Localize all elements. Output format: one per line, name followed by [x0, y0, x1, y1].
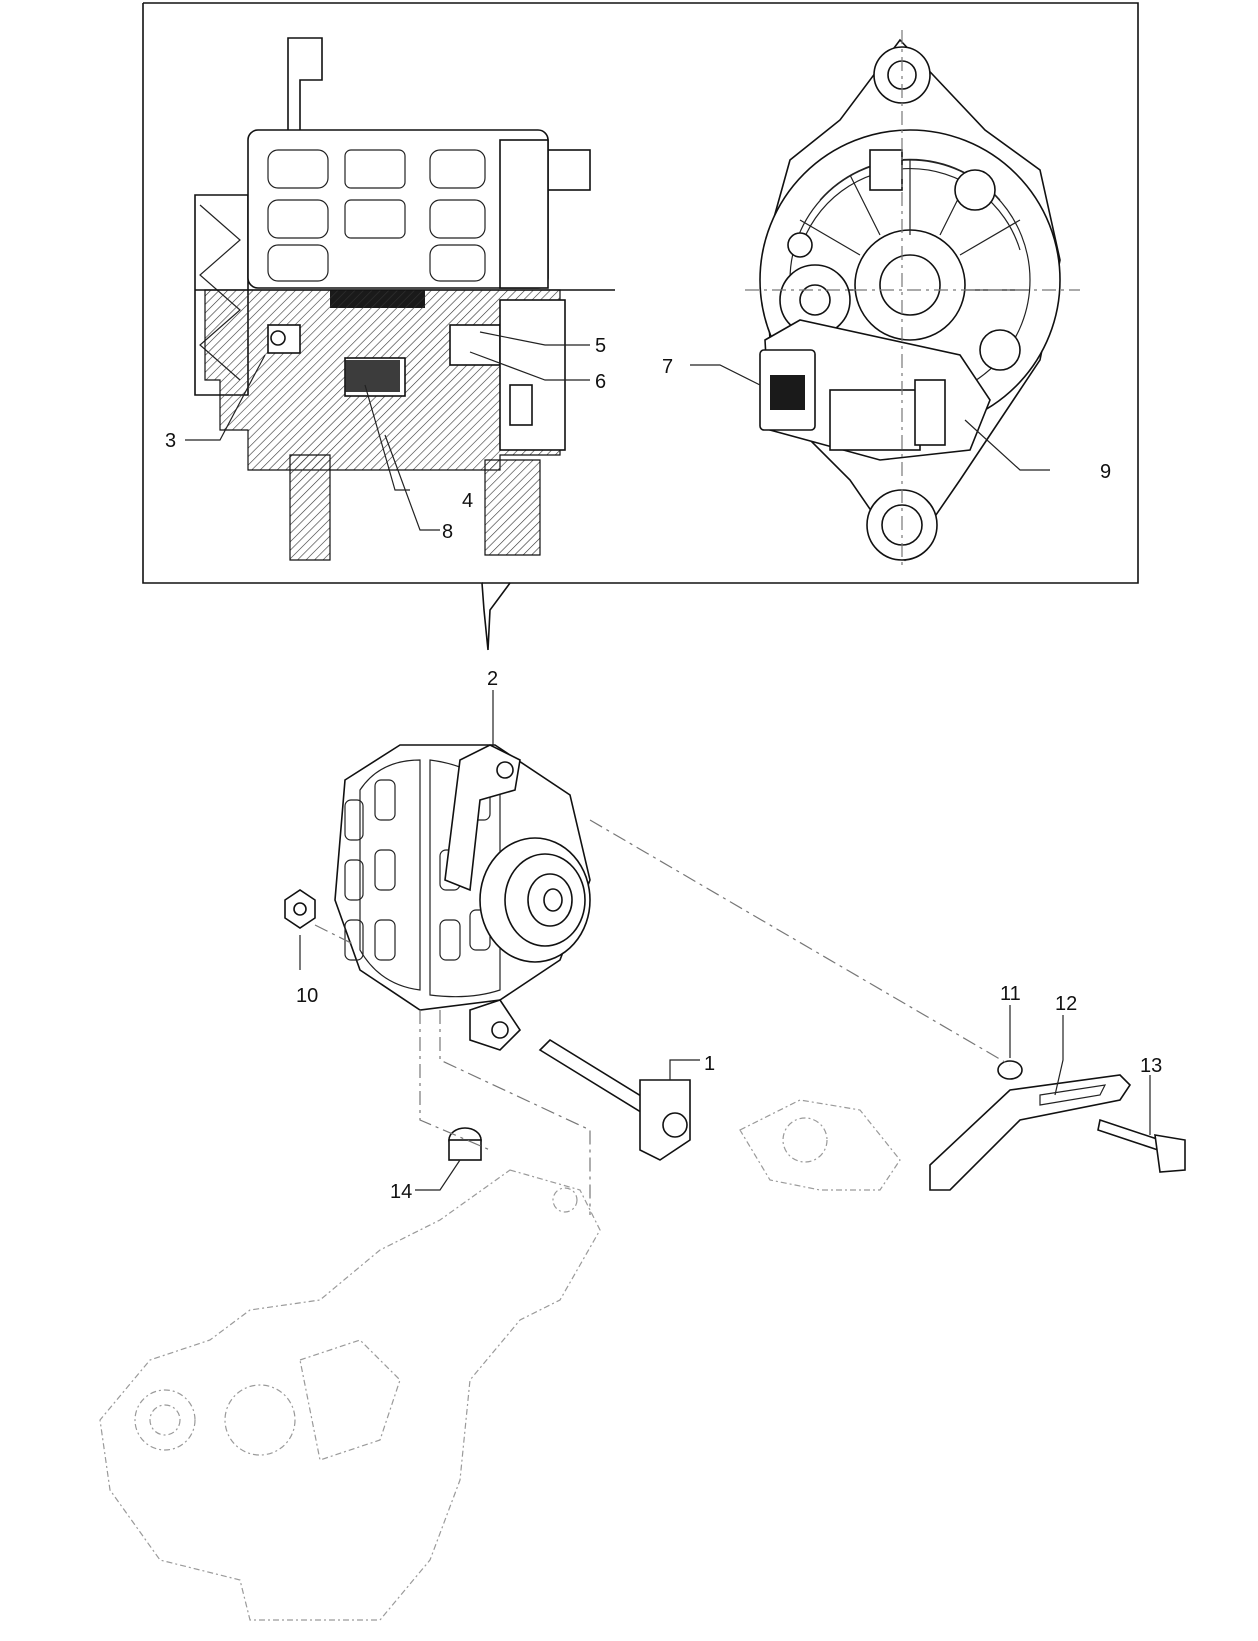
alternator-cross-section: [194, 37, 615, 561]
callout-12: 12: [1055, 993, 1077, 1015]
callout-13: 13: [1140, 1055, 1162, 1077]
callout-8: 8: [442, 521, 453, 543]
engine-block-ghost: [99, 1099, 901, 1621]
callout-5: 5: [595, 335, 606, 357]
callout-10: 10: [296, 985, 318, 1007]
leader-lines: [185, 331, 1151, 1191]
callout-14: 14: [390, 1181, 412, 1203]
callout-1: 1: [704, 1053, 715, 1075]
callout-labels: 1 2 3 4 5 6 7 8 9 10 11 12 13 14: [165, 335, 1162, 1203]
callout-11: 11: [1000, 983, 1021, 1005]
detail-box: [142, 2, 1139, 651]
fasteners: [284, 889, 1186, 1191]
alternator-rear-view: [745, 30, 1080, 570]
callout-3: 3: [165, 430, 176, 452]
callout-4: 4: [462, 490, 473, 512]
callout-2: 2: [487, 668, 498, 690]
callout-7: 7: [662, 356, 673, 378]
callout-6: 6: [595, 371, 606, 393]
callout-9: 9: [1100, 461, 1111, 483]
alternator-main: [334, 744, 591, 1051]
alignment-lines: [314, 819, 1011, 1215]
